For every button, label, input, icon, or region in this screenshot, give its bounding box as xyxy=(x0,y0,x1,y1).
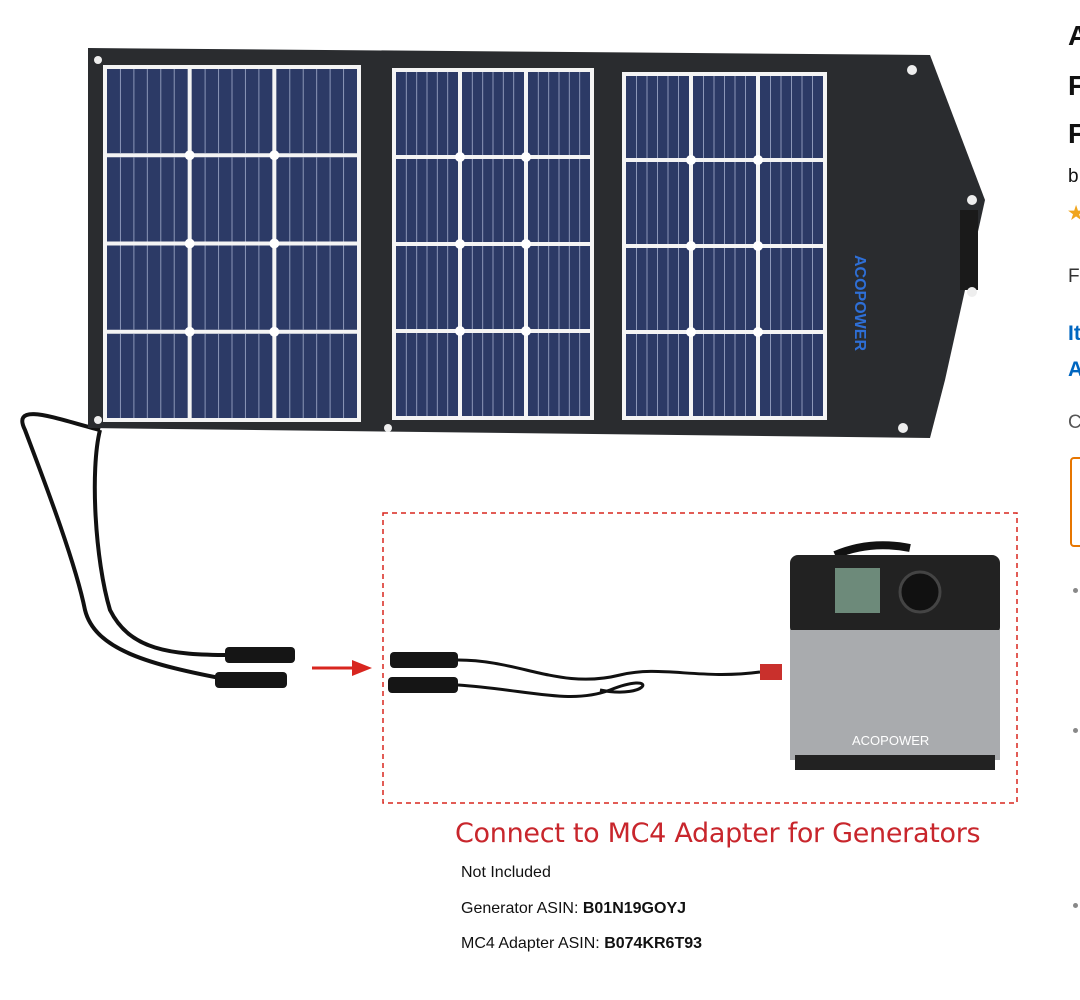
bullet xyxy=(1073,903,1078,908)
adapter-callout-box xyxy=(382,512,1018,804)
adapter-asin-line: MC4 Adapter ASIN: B074KR6T93 xyxy=(461,935,702,953)
bullet xyxy=(1073,588,1078,593)
generator-asin: B01N19GOYJ xyxy=(582,900,687,917)
mc4-adapter xyxy=(388,652,782,698)
product-title: F xyxy=(1068,70,1080,101)
label: MC4 Adapter ASIN: xyxy=(461,935,600,952)
solar-panel-1 xyxy=(103,65,361,422)
generator-logo: ACOPOWER xyxy=(852,733,929,748)
option-box[interactable] xyxy=(1070,457,1080,547)
label: Generator ASIN: xyxy=(461,900,579,917)
bullet xyxy=(1073,728,1078,733)
cable xyxy=(92,429,231,657)
generator-asin-line: Generator ASIN: B01N19GOYJ xyxy=(461,900,686,918)
star-rating-icon[interactable]: ★ xyxy=(1068,203,1080,223)
velcro-strap xyxy=(960,210,978,290)
caption-title: Connect to MC4 Adapter for Generators xyxy=(455,818,981,849)
arrow-right-icon xyxy=(312,660,372,676)
not-included-note: Not Included xyxy=(461,864,551,881)
brand-logo: ACOPOWER xyxy=(851,255,868,351)
price: F xyxy=(1068,266,1080,287)
solar-panel-3 xyxy=(622,72,827,420)
adapter-asin: B074KR6T93 xyxy=(604,935,703,952)
cable xyxy=(20,412,231,682)
misc-text: C xyxy=(1068,412,1080,433)
byline-link[interactable]: b xyxy=(1068,166,1079,187)
product-title: A xyxy=(1068,20,1080,51)
solar-panel-2 xyxy=(392,68,594,420)
product-title: F xyxy=(1068,118,1080,149)
link[interactable]: A xyxy=(1068,358,1080,381)
generator-illustration: ACOPOWER xyxy=(790,541,1000,770)
mc4-connectors xyxy=(215,647,295,688)
link[interactable]: It xyxy=(1068,322,1080,345)
